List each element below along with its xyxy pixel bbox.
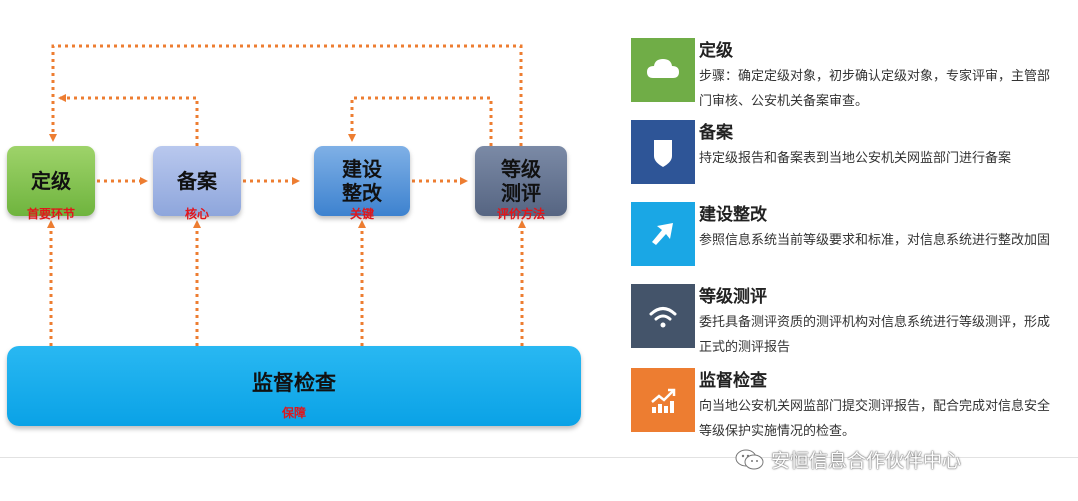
- step-label: 首要环节: [26, 207, 75, 221]
- process-diagram: 定级 首要环节 备案 核心 建设 整改 关键 等级 测评 评价方法 监督检查 保…: [7, 44, 581, 426]
- legend-title: 定级: [699, 41, 733, 61]
- cloud-icon: [631, 38, 695, 102]
- legend-title: 等级测评: [699, 287, 767, 307]
- step-title: 备案: [177, 169, 217, 193]
- step-box-dengji: 等级 测评 评价方法: [475, 146, 567, 221]
- step-title: 监督检查: [252, 371, 336, 395]
- arrow-icon: [631, 202, 695, 266]
- arrow-dengji-to-dingji-outer: [49, 44, 523, 146]
- wifi-icon: [631, 284, 695, 348]
- legend-desc: 参照信息系统当前等级要求和标准，对信息系统进行整改加固: [699, 233, 1051, 248]
- step-box-beian: 备案 核心: [153, 146, 241, 221]
- wechat-icon: [735, 449, 764, 469]
- flow-arrows: [47, 44, 526, 346]
- legend-desc: 步骤：确定定级对象，初步确认定级对象，专家评审，主管部门审核、公安机关备案审查。: [699, 69, 1051, 109]
- step-label: 核心: [184, 207, 209, 221]
- step-title: 建设 整改: [342, 157, 382, 205]
- step-box-jianshe: 建设 整改 关键: [314, 146, 410, 221]
- divider: [0, 457, 1078, 458]
- step-box-dingji: 定级 首要环节: [7, 146, 95, 221]
- watermark-text: 安恒信息合作伙伴中心: [771, 450, 962, 472]
- legend-desc: 委托具备测评资质的测评机构对信息系统进行等级测评，形成正式的测评报告: [699, 315, 1051, 355]
- legend-desc: 向当地公安机关网监部门提交测评报告，配合完成对信息安全等级保护实施情况的检查。: [699, 399, 1051, 439]
- shield-icon: [631, 120, 695, 184]
- legend-desc: 持定级报告和备案表到当地公安机关网监部门进行备案: [699, 151, 1012, 166]
- chart-icon: [631, 368, 695, 432]
- legend-title: 监督检查: [699, 371, 767, 391]
- step-title: 等级 测评: [501, 157, 541, 205]
- step-label: 保障: [281, 406, 306, 420]
- step-box-jiandu: 监督检查 保障: [7, 346, 581, 426]
- arrow-beian-to-dingji-inner: [58, 94, 199, 146]
- legend-title: 建设整改: [699, 205, 767, 225]
- step-label: 关键: [349, 207, 374, 221]
- arrow-dengji-to-jianshe: [348, 96, 493, 146]
- step-label: 评价方法: [496, 207, 545, 221]
- watermark: 安恒信息合作伙伴中心: [735, 446, 961, 473]
- legend-title: 备案: [699, 123, 733, 143]
- step-title: 定级: [31, 169, 71, 193]
